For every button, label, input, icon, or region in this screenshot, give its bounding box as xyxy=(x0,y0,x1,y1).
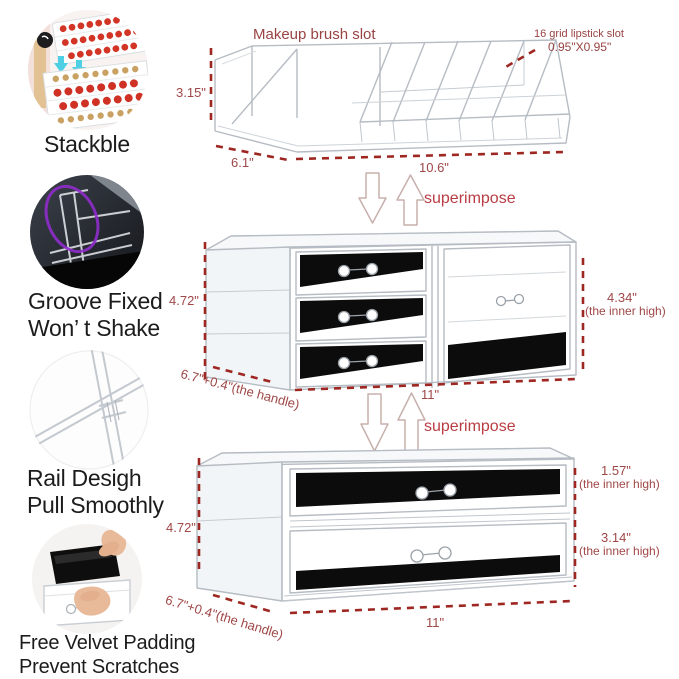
groove-photo-art xyxy=(30,175,144,289)
caption-velvet-line1: Free Velvet Padding xyxy=(19,632,196,654)
dim-bot-drawer2-inner: 3.14" xyxy=(601,530,631,545)
dimension-dashes xyxy=(197,48,585,615)
groove-photo xyxy=(30,175,144,289)
dim-bot-height: 4.72" xyxy=(166,520,196,535)
middle-tier-drawing xyxy=(205,230,577,391)
caption-velvet: Free Velvet Padding Prevent Scratches xyxy=(19,632,196,679)
dim-bot-width: 11" xyxy=(426,615,445,630)
superimpose-note-2: superimpose xyxy=(424,418,516,435)
dim-mid-inner-note: (the inner high) xyxy=(585,304,666,318)
velvet-pad xyxy=(448,332,566,379)
top-tier-drawing xyxy=(214,39,571,153)
dim-top-width: 10.6" xyxy=(419,160,449,175)
velvet-photo xyxy=(32,524,142,634)
superimpose-arrows-bottom xyxy=(360,392,426,453)
dim-bot-drawer1-inner: 1.57" xyxy=(601,463,631,478)
groove-highlight-circle xyxy=(44,184,100,254)
label-lipstick-grid: 16 grid lipstick slot xyxy=(534,28,624,40)
dim-top-depth: 6.1" xyxy=(231,155,254,170)
stackable-photo-art xyxy=(28,10,148,130)
caption-groove-line2: Won’ t Shake xyxy=(28,315,160,342)
velvet-pad xyxy=(296,555,560,590)
caption-groove-line1: Groove Fixed xyxy=(28,288,163,314)
dim-bot-drawer2-note: (the inner high) xyxy=(579,544,660,558)
superimpose-note-1: superimpose xyxy=(424,190,516,207)
bottom-tier-drawing xyxy=(196,447,575,602)
middle-tier-knobs xyxy=(337,262,525,370)
dim-mid-inner-height: 4.34" xyxy=(607,290,637,305)
bottom-tier-knobs xyxy=(410,483,457,563)
velvet-pad xyxy=(296,469,560,507)
rail-photo-art xyxy=(29,350,149,470)
dim-mid-width: 11" xyxy=(421,387,440,402)
arrow-down-icon xyxy=(358,172,387,224)
rail-photo xyxy=(29,350,149,470)
dim-bot-drawer1-note: (the inner high) xyxy=(579,477,660,491)
hands xyxy=(74,529,127,616)
caption-stackable: Stackble xyxy=(44,131,130,157)
stackable-photo xyxy=(28,10,148,130)
caption-rail-line2: Pull Smoothly xyxy=(27,492,164,519)
caption-rail-line1: Rail Desigh xyxy=(27,465,142,491)
dim-mid-height: 4.72" xyxy=(169,293,199,308)
superimpose-arrows-top xyxy=(358,172,425,226)
velvet-photo-art xyxy=(32,524,142,634)
label-lipstick-grid-size: 0.95"X0.95" xyxy=(548,40,612,54)
arrow-down-icon xyxy=(360,393,389,452)
caption-velvet-line2: Prevent Scratches xyxy=(19,655,180,678)
label-makeup-brush-slot: Makeup brush slot xyxy=(253,26,376,43)
dim-top-height: 3.15" xyxy=(176,85,206,100)
caption-groove: Groove Fixed Won’ t Shake xyxy=(28,288,163,342)
caption-rail: Rail Desigh Pull Smoothly xyxy=(27,465,164,519)
arrow-up-icon xyxy=(396,174,425,226)
